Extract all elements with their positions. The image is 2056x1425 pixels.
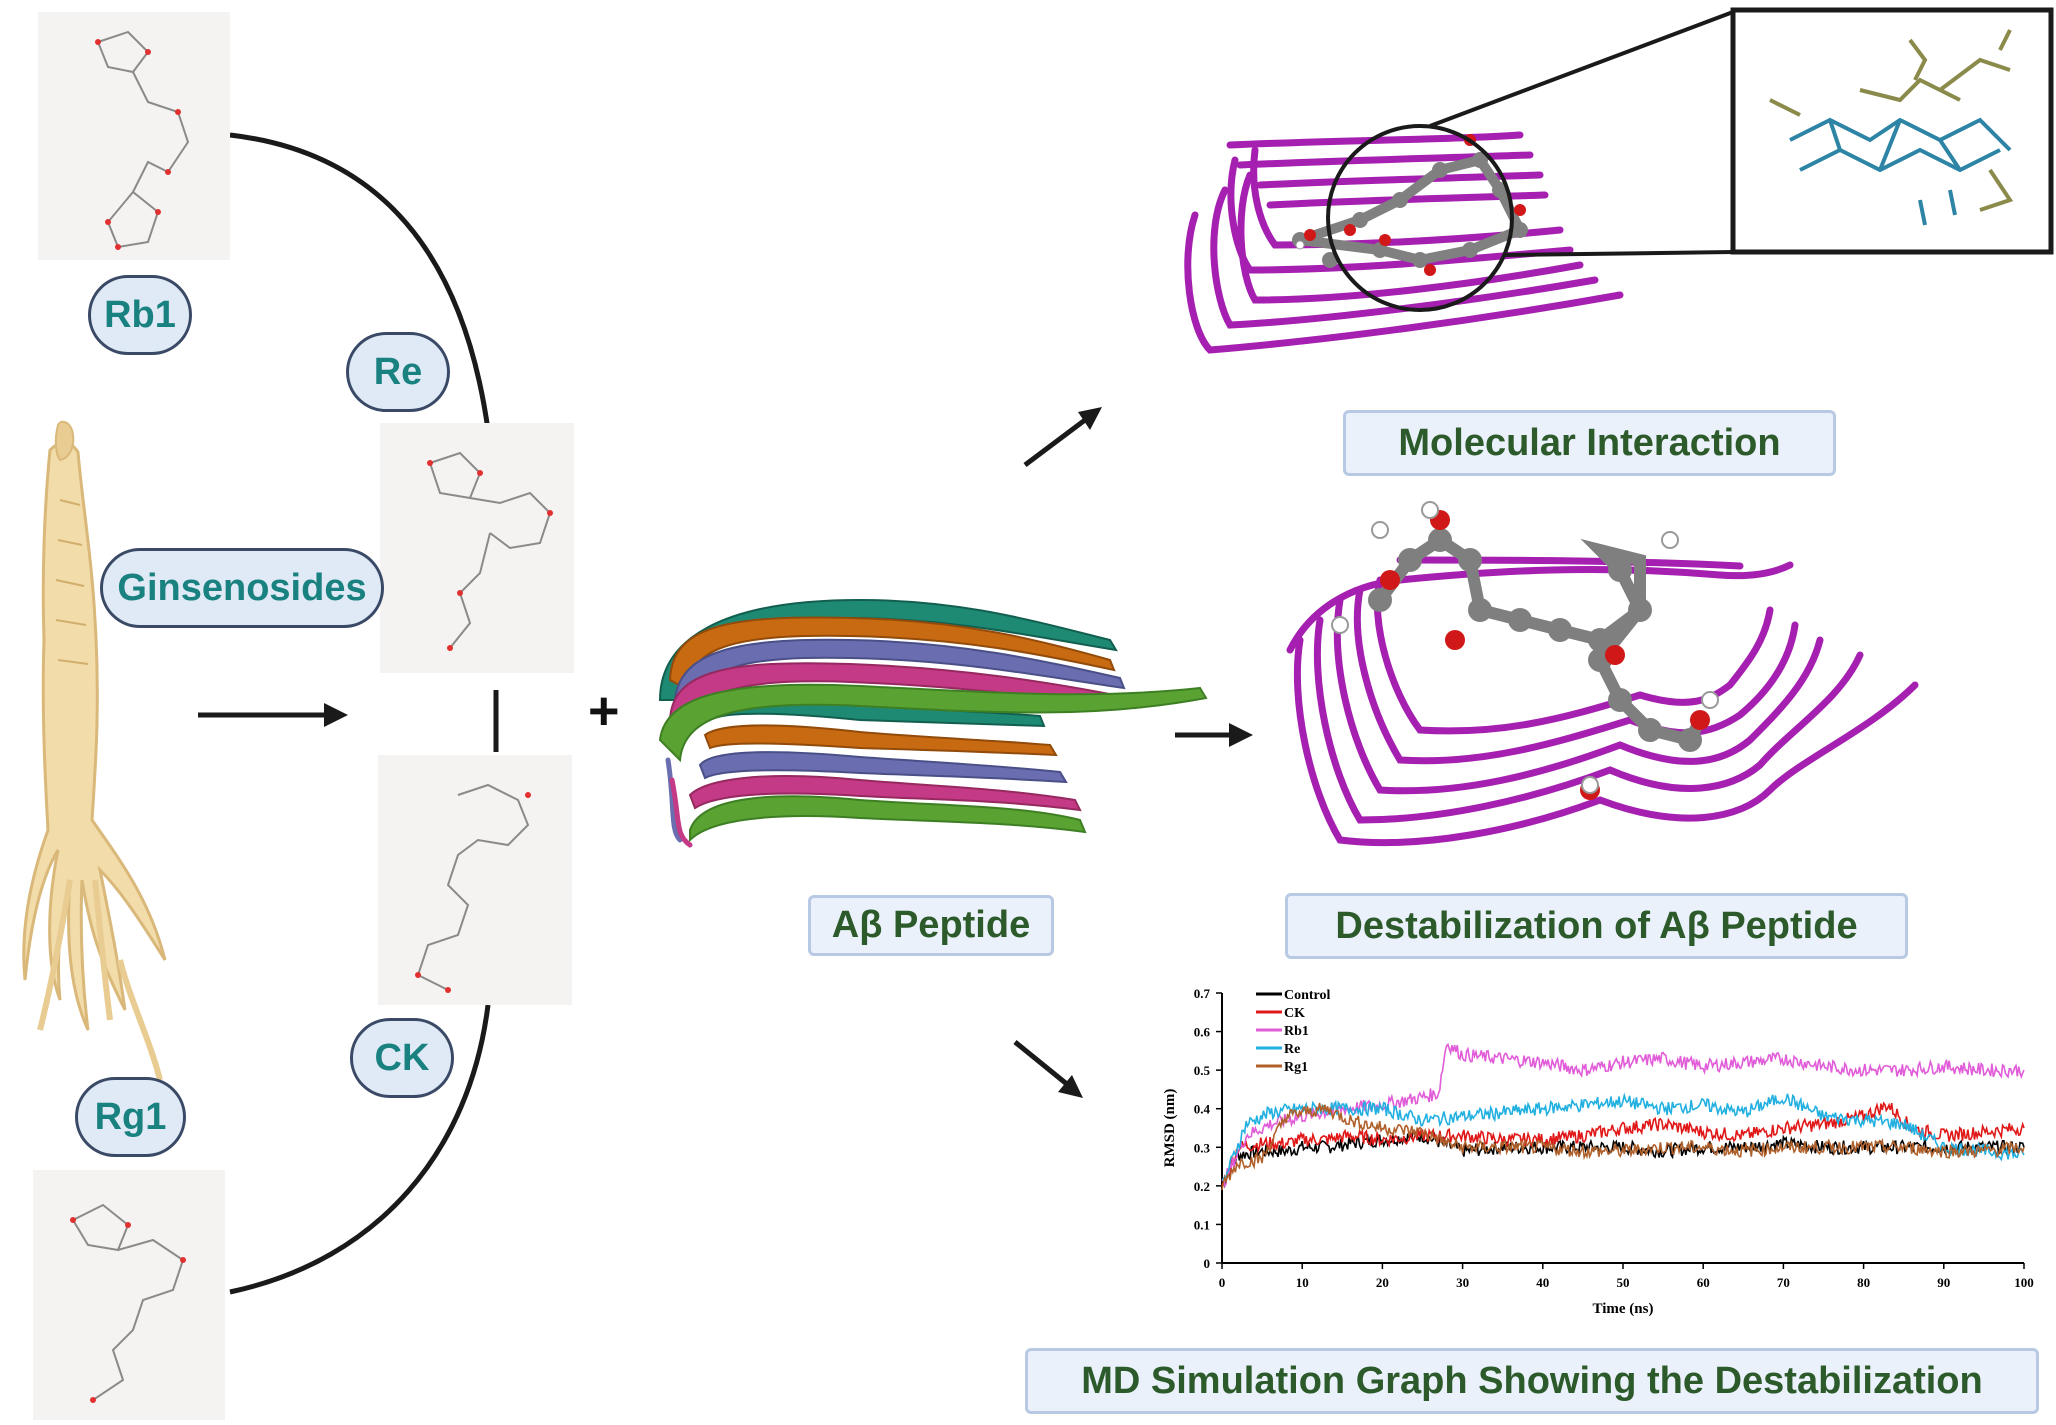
chart-x-tick-label: 0 bbox=[1219, 1275, 1226, 1290]
ck-structure-drawing bbox=[415, 783, 531, 993]
chart-series-rg1 bbox=[1221, 1102, 2025, 1191]
connector-arc-bottom bbox=[229, 1004, 491, 1295]
label-ck: CK bbox=[350, 1018, 454, 1098]
rb1-structure-drawing bbox=[95, 30, 190, 250]
md-chart: 0 10 20 30 40 50 60 70 80 90 100 0 0.1 0.2 0.3 0.4 0.5 0.… bbox=[1162, 986, 2034, 1317]
chart-y-tick-label: 0.1 bbox=[1194, 1217, 1210, 1232]
legend-label-ck: CK bbox=[1284, 1006, 1305, 1021]
chart-x-tick-label: 70 bbox=[1777, 1275, 1790, 1290]
destabilized-sheet bbox=[1286, 556, 1919, 847]
label-re: Re bbox=[346, 332, 450, 412]
re-structure-drawing bbox=[427, 451, 553, 651]
chart-x-tick-label: 90 bbox=[1937, 1275, 1950, 1290]
chart-y-tick-label: 0.6 bbox=[1194, 1025, 1211, 1040]
chart-y-tick-label: 0.3 bbox=[1194, 1140, 1211, 1155]
label-destabilization: Destabilization of Aβ Peptide bbox=[1285, 893, 1908, 959]
ginseng-root-icon bbox=[22, 420, 167, 1081]
zoom-line-bottom bbox=[1504, 250, 1734, 257]
chart-x-tick-label: 100 bbox=[2014, 1275, 2034, 1290]
zoom-line-top bbox=[1429, 10, 1734, 128]
legend-label-re: Re bbox=[1284, 1042, 1300, 1057]
chart-y-tick-label: 0.2 bbox=[1194, 1179, 1210, 1194]
chart-x-tick-label: 80 bbox=[1857, 1275, 1870, 1290]
ck-structure bbox=[378, 755, 572, 1005]
chart-y-tick-label: 0.7 bbox=[1194, 986, 1211, 1001]
label-ab-peptide: Aβ Peptide bbox=[808, 895, 1054, 956]
rg1-structure-drawing bbox=[70, 1203, 186, 1403]
chart-x-tick-label: 50 bbox=[1617, 1275, 1630, 1290]
chart-series-re bbox=[1221, 1092, 2025, 1181]
chart-y-axis-label: RMSD (nm) bbox=[1162, 1089, 1178, 1168]
chart-x-axis-label: Time (ns) bbox=[1593, 1301, 1654, 1317]
label-md-graph: MD Simulation Graph Showing the Destabil… bbox=[1025, 1348, 2039, 1414]
chart-x-tick-label: 60 bbox=[1697, 1275, 1710, 1290]
arrow-to-destabilization bbox=[1175, 723, 1253, 747]
arrow-to-molecular-interaction bbox=[1023, 407, 1102, 467]
legend-label-rg1: Rg1 bbox=[1284, 1060, 1308, 1075]
destab-ligand bbox=[1331, 501, 1719, 800]
rb1-structure bbox=[38, 12, 230, 260]
chart-series-ck bbox=[1221, 1101, 2025, 1187]
ab-peptide-fibril bbox=[658, 598, 1208, 848]
label-ginsenosides: Ginsenosides bbox=[100, 548, 384, 628]
arrow-to-md-graph bbox=[1013, 1040, 1083, 1098]
label-rb1: Rb1 bbox=[88, 275, 192, 355]
rg1-structure bbox=[33, 1170, 225, 1420]
chart-series-control bbox=[1221, 1128, 2025, 1189]
connector-arc-top bbox=[229, 132, 491, 431]
chart-y-tick-label: 0.5 bbox=[1194, 1063, 1211, 1078]
label-rg1: Rg1 bbox=[75, 1077, 186, 1157]
molecular-interaction-sheet bbox=[1184, 131, 1624, 354]
chart-x-tick-label: 30 bbox=[1456, 1275, 1469, 1290]
ligand-ball-and-stick bbox=[1292, 134, 1528, 276]
chart-x-tick-label: 10 bbox=[1296, 1275, 1309, 1290]
legend-label-control: Control bbox=[1284, 988, 1331, 1003]
zoom-circle bbox=[1326, 124, 1514, 312]
chart-x-tick-label: 20 bbox=[1376, 1275, 1389, 1290]
zoom-inset-structure bbox=[1769, 29, 2014, 226]
chart-y-tick-label: 0.4 bbox=[1194, 1102, 1211, 1117]
zoom-inset-box bbox=[1730, 7, 2054, 255]
chart-y-tick-label: 0 bbox=[1204, 1256, 1211, 1271]
plus-sign: + bbox=[588, 681, 620, 741]
arrow-root-to-structures bbox=[198, 703, 348, 727]
chart-x-tick-label: 40 bbox=[1536, 1275, 1549, 1290]
legend-label-rb1: Rb1 bbox=[1284, 1024, 1309, 1039]
re-structure bbox=[380, 423, 574, 673]
chart-series-rb1 bbox=[1221, 1043, 2025, 1188]
label-molecular-interaction: Molecular Interaction bbox=[1343, 410, 1836, 476]
